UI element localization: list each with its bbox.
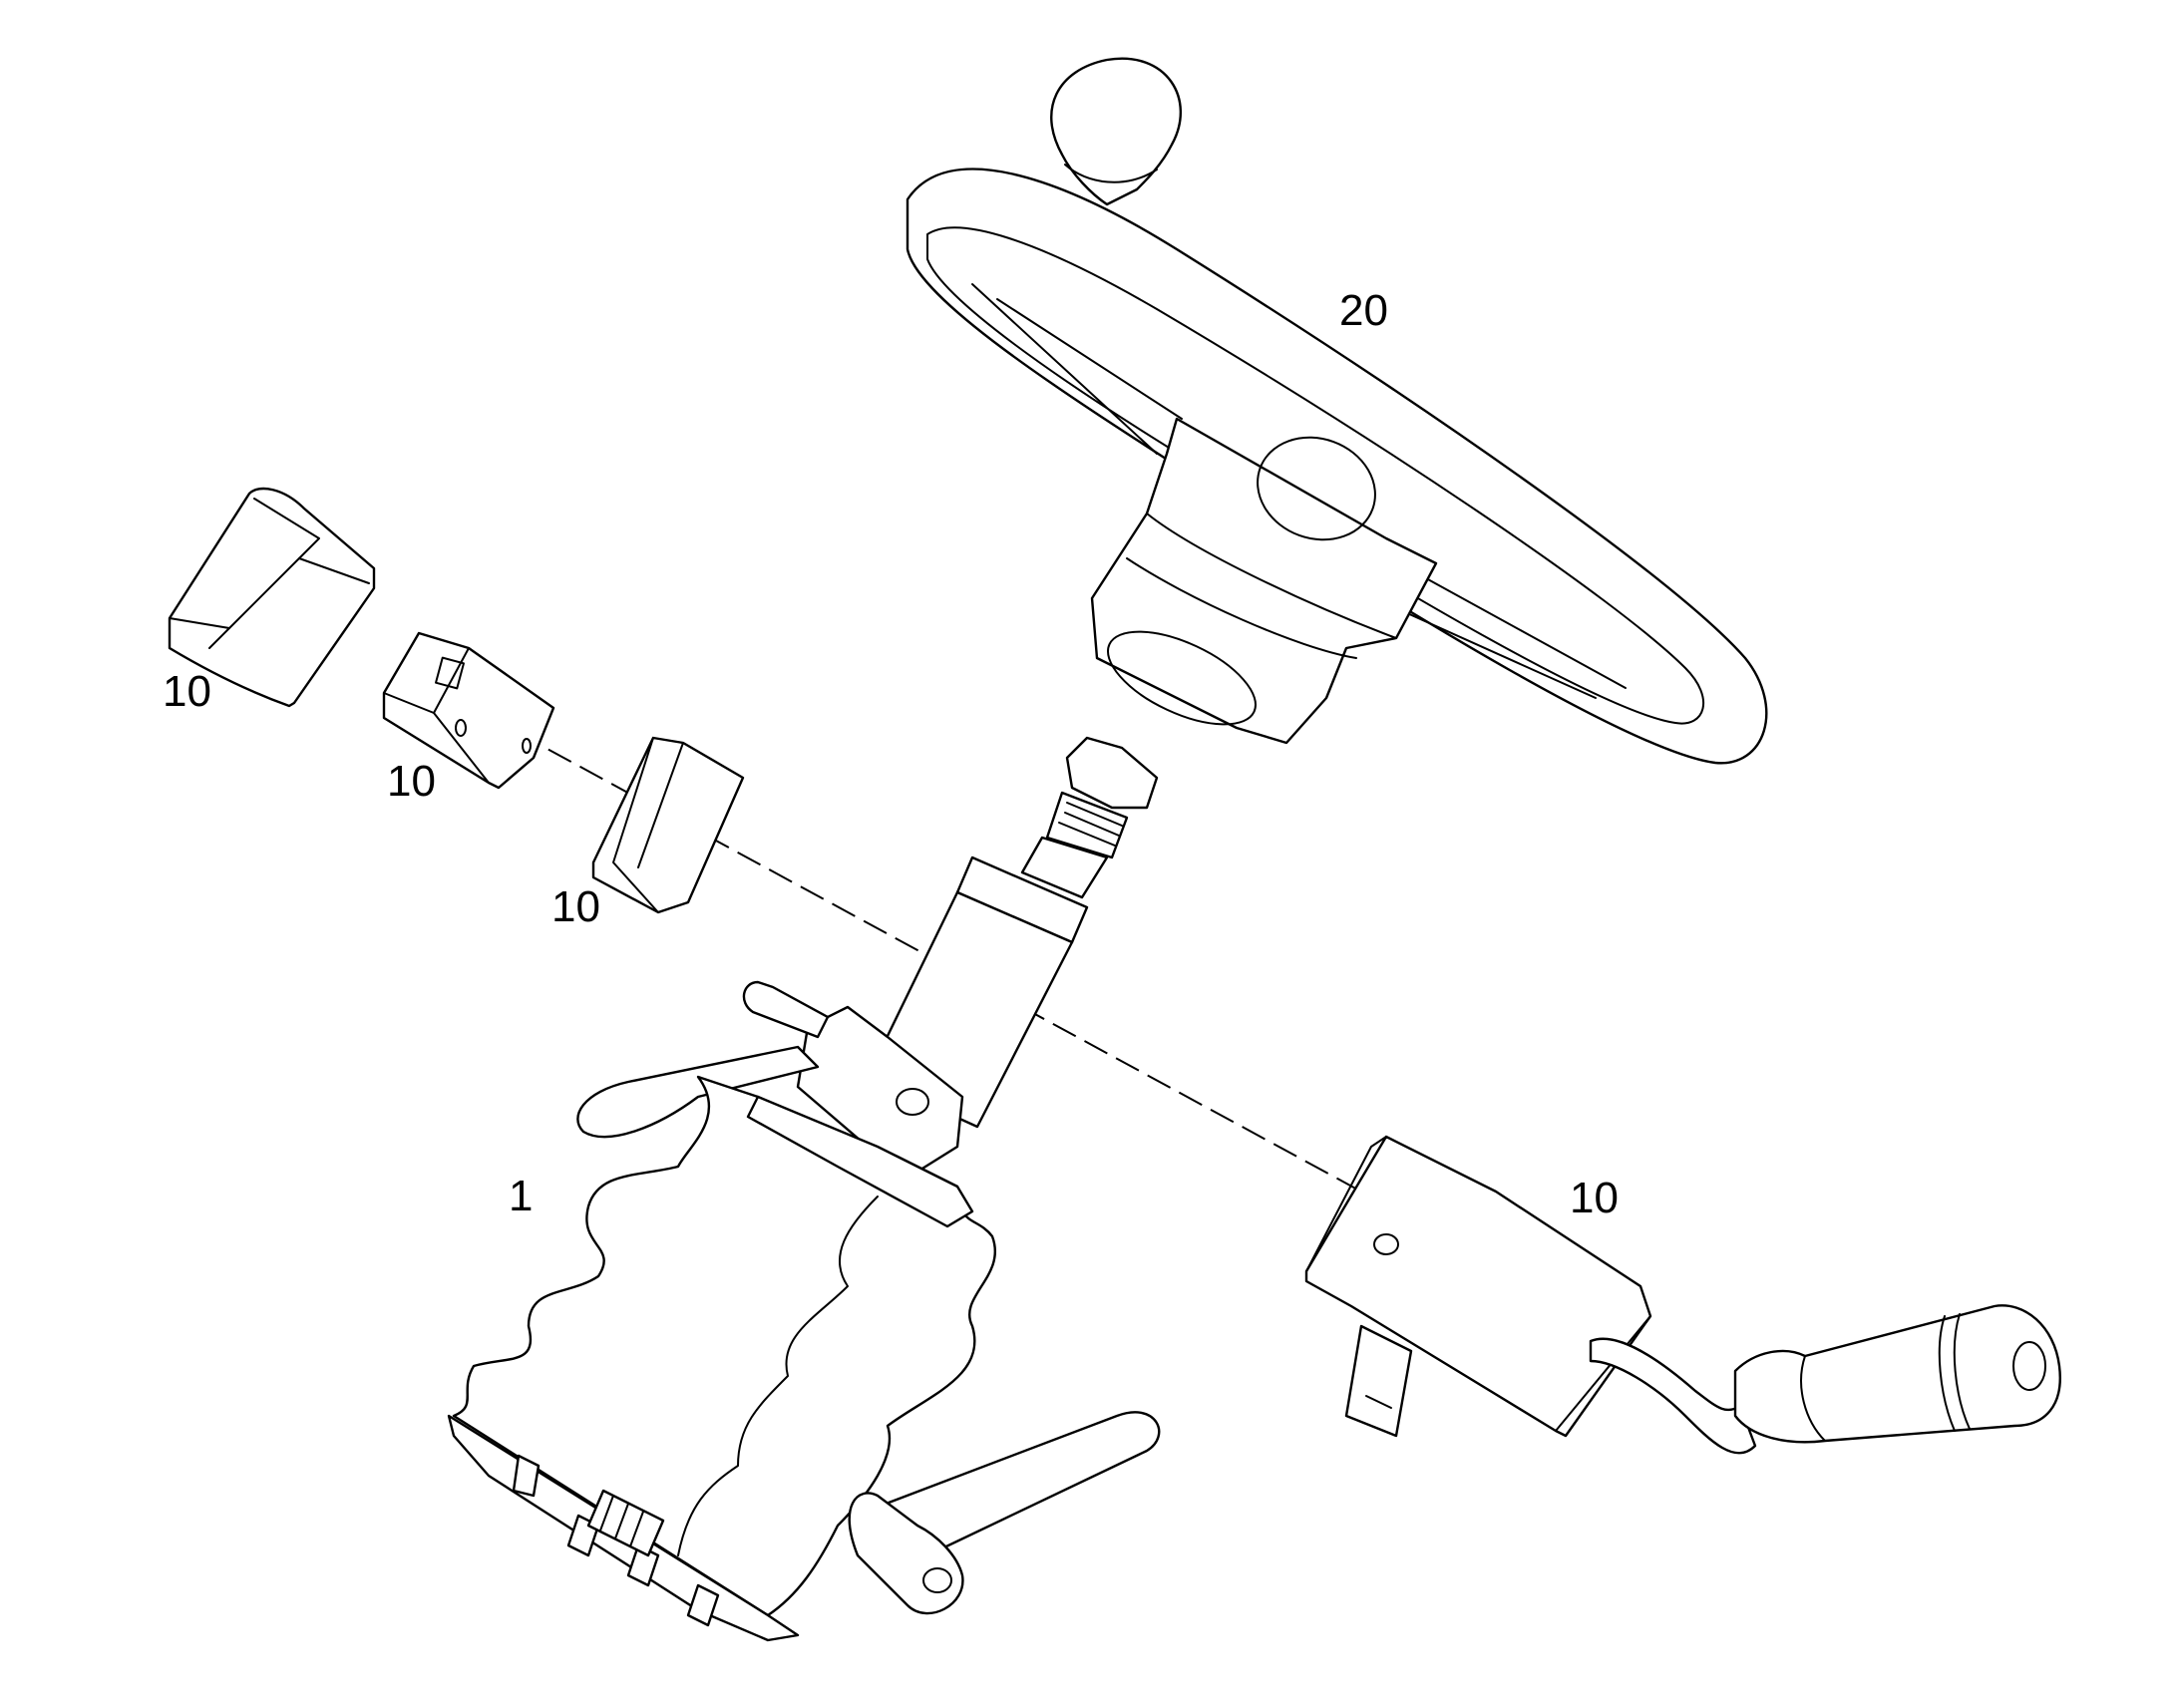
wheel-spoke-upper — [971, 283, 1183, 455]
base-stud — [626, 1543, 660, 1587]
wheel-spinner-knob — [1050, 57, 1182, 206]
switch-hole — [1373, 1233, 1399, 1255]
shaft-upper — [1020, 836, 1109, 899]
ref-label-shaft-assembly: 1 — [509, 1172, 534, 1220]
wheel-hub-recess — [1257, 436, 1376, 541]
column-clamp — [796, 1005, 964, 1174]
base-stud — [512, 1454, 541, 1498]
tilt-lever-lower — [866, 1411, 1161, 1557]
tilt-lever-upper — [576, 1045, 820, 1139]
assembly-axis-line — [453, 697, 1362, 1193]
switch-housing — [1304, 1135, 1652, 1438]
shim-part — [591, 736, 745, 914]
wheel-spoke-lower — [1395, 577, 1627, 699]
switch-stalk — [1589, 1337, 1757, 1455]
ref-label-cover: 10 — [163, 667, 211, 716]
wheel-hub-bore — [1107, 630, 1257, 726]
ref-label-block: 10 — [387, 757, 436, 806]
base-stud — [686, 1583, 720, 1627]
switch-stub — [1344, 1324, 1413, 1438]
wheel-rim-outer — [906, 168, 1768, 765]
shaft-nut — [1065, 736, 1159, 810]
switch-knob — [1733, 1304, 2061, 1444]
stalk-switch — [1304, 1135, 2061, 1455]
steering-wheel — [906, 57, 1768, 765]
block-part — [382, 631, 555, 790]
cover-part — [168, 487, 376, 708]
bellows-boot — [452, 1075, 996, 1617]
ref-label-wheel: 20 — [1339, 286, 1388, 335]
wheel-rim-inner — [926, 226, 1704, 725]
ref-label-shim: 10 — [551, 882, 600, 931]
boot-top-flange — [746, 1095, 974, 1228]
lower-lever-boss — [848, 1492, 964, 1615]
ref-label-stalk-switch: 10 — [1570, 1174, 1619, 1222]
steering-column-assembly — [447, 736, 1161, 1642]
